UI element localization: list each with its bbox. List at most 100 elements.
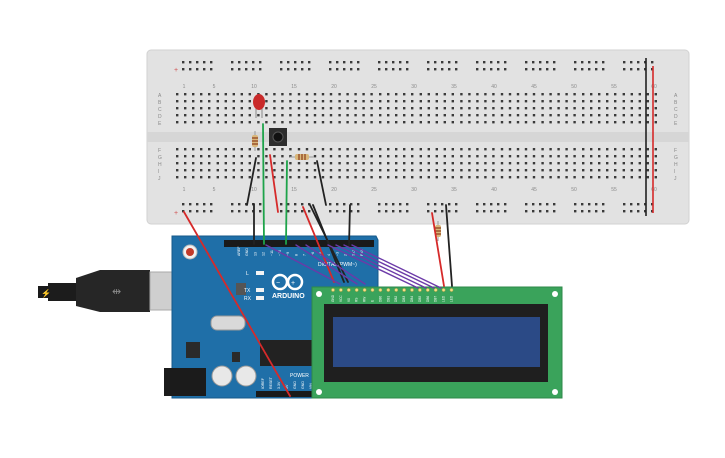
breadboard-hole-upper[interactable] xyxy=(492,114,495,117)
breadboard-hole-lower[interactable] xyxy=(208,169,211,172)
breadboard-hole-upper[interactable] xyxy=(435,114,438,117)
rail-hole-top[interactable] xyxy=(434,68,437,71)
breadboard-hole-lower[interactable] xyxy=(654,169,657,172)
breadboard-hole-lower[interactable] xyxy=(638,176,641,179)
breadboard-hole-lower[interactable] xyxy=(532,148,536,151)
breadboard-hole-lower[interactable] xyxy=(419,162,422,165)
breadboard-hole-upper[interactable] xyxy=(289,100,292,103)
breadboard-hole-lower[interactable] xyxy=(468,148,471,151)
rail-hole-bottom[interactable] xyxy=(196,210,199,213)
breadboard-hole-lower[interactable] xyxy=(532,176,536,179)
rail-hole-top[interactable] xyxy=(294,68,297,71)
breadboard-hole-lower[interactable] xyxy=(524,176,528,179)
breadboard-hole-upper[interactable] xyxy=(557,114,560,117)
rail-hole-bottom[interactable] xyxy=(329,203,332,206)
breadboard-hole-upper[interactable] xyxy=(443,93,446,96)
breadboard-hole-lower[interactable] xyxy=(427,155,430,158)
breadboard-hole-lower[interactable] xyxy=(232,155,235,158)
breadboard-hole-lower[interactable] xyxy=(297,169,301,172)
wire-red[interactable] xyxy=(269,154,279,213)
rail-hole-top[interactable] xyxy=(651,61,654,64)
breadboard-hole-upper[interactable] xyxy=(484,100,487,103)
rail-hole-top[interactable] xyxy=(378,68,381,71)
rail-hole-bottom[interactable] xyxy=(476,203,479,206)
breadboard-hole-lower[interactable] xyxy=(305,169,309,172)
breadboard-hole-upper[interactable] xyxy=(362,100,365,103)
rail-hole-bottom[interactable] xyxy=(525,210,528,213)
breadboard-hole-upper[interactable] xyxy=(500,121,504,124)
breadboard-hole-upper[interactable] xyxy=(297,93,301,96)
breadboard-hole-lower[interactable] xyxy=(411,148,414,151)
breadboard-hole-lower[interactable] xyxy=(362,169,365,172)
rail-hole-bottom[interactable] xyxy=(623,210,626,213)
breadboard-hole-lower[interactable] xyxy=(646,148,649,151)
rail-hole-bottom[interactable] xyxy=(287,203,290,206)
breadboard-hole-lower[interactable] xyxy=(516,162,520,165)
rail-hole-top[interactable] xyxy=(357,61,360,64)
breadboard-hole-upper[interactable] xyxy=(468,114,471,117)
breadboard-hole-upper[interactable] xyxy=(403,121,406,124)
breadboard-hole-upper[interactable] xyxy=(232,107,235,110)
breadboard-hole-lower[interactable] xyxy=(273,176,276,179)
breadboard-hole-upper[interactable] xyxy=(606,100,609,103)
breadboard-hole-lower[interactable] xyxy=(273,155,276,158)
breadboard-hole-lower[interactable] xyxy=(654,176,657,179)
breadboard-hole-lower[interactable] xyxy=(573,148,576,151)
rail-hole-bottom[interactable] xyxy=(308,203,311,206)
rail-hole-top[interactable] xyxy=(287,68,290,71)
rail-hole-top[interactable] xyxy=(595,68,598,71)
rail-hole-bottom[interactable] xyxy=(581,210,584,213)
breadboard-hole-upper[interactable] xyxy=(500,114,504,117)
breadboard-hole-upper[interactable] xyxy=(208,114,211,117)
breadboard-hole-upper[interactable] xyxy=(346,121,349,124)
breadboard-hole-lower[interactable] xyxy=(354,155,357,158)
breadboard-hole-upper[interactable] xyxy=(500,93,504,96)
breadboard-hole-upper[interactable] xyxy=(379,93,382,96)
breadboard-hole-upper[interactable] xyxy=(329,114,333,117)
breadboard-hole-upper[interactable] xyxy=(516,93,520,96)
rail-hole-bottom[interactable] xyxy=(497,210,500,213)
lcd-pin[interactable] xyxy=(441,288,446,292)
breadboard-hole-upper[interactable] xyxy=(216,121,219,124)
breadboard-hole-upper[interactable] xyxy=(573,114,576,117)
breadboard-hole-upper[interactable] xyxy=(273,93,276,96)
breadboard-hole-upper[interactable] xyxy=(630,114,633,117)
breadboard-hole-lower[interactable] xyxy=(460,176,463,179)
rail-hole-bottom[interactable] xyxy=(231,210,234,213)
breadboard-hole-upper[interactable] xyxy=(638,121,641,124)
rail-hole-bottom[interactable] xyxy=(238,210,241,213)
breadboard-hole-lower[interactable] xyxy=(313,148,317,151)
breadboard-hole-lower[interactable] xyxy=(232,148,235,151)
breadboard-hole-lower[interactable] xyxy=(305,162,309,165)
breadboard-hole-upper[interactable] xyxy=(184,93,187,96)
rail-hole-bottom[interactable] xyxy=(434,203,437,206)
breadboard-hole-upper[interactable] xyxy=(590,121,593,124)
rail-hole-bottom[interactable] xyxy=(546,210,549,213)
breadboard-hole-lower[interactable] xyxy=(630,148,633,151)
breadboard-hole-upper[interactable] xyxy=(387,107,390,110)
breadboard-hole-upper[interactable] xyxy=(500,107,504,110)
breadboard-hole-lower[interactable] xyxy=(208,155,211,158)
wire-red[interactable] xyxy=(183,211,291,397)
breadboard-hole-upper[interactable] xyxy=(532,114,536,117)
rail-hole-top[interactable] xyxy=(455,61,458,64)
breadboard-hole-upper[interactable] xyxy=(524,93,528,96)
breadboard-hole-lower[interactable] xyxy=(411,155,414,158)
breadboard-hole-upper[interactable] xyxy=(216,100,219,103)
breadboard-hole-upper[interactable] xyxy=(630,100,633,103)
breadboard-hole-upper[interactable] xyxy=(321,121,325,124)
breadboard-hole-lower[interactable] xyxy=(427,176,430,179)
breadboard-hole-upper[interactable] xyxy=(289,107,292,110)
breadboard-hole-upper[interactable] xyxy=(484,107,487,110)
breadboard-hole-upper[interactable] xyxy=(281,100,284,103)
breadboard-hole-lower[interactable] xyxy=(516,148,520,151)
breadboard-hole-upper[interactable] xyxy=(321,107,325,110)
wire-purple[interactable] xyxy=(305,244,366,285)
breadboard-hole-upper[interactable] xyxy=(273,100,276,103)
breadboard-hole-upper[interactable] xyxy=(614,114,617,117)
breadboard-hole-upper[interactable] xyxy=(403,114,406,117)
rail-hole-top[interactable] xyxy=(427,61,430,64)
breadboard-hole-lower[interactable] xyxy=(638,162,641,165)
breadboard-hole-upper[interactable] xyxy=(216,93,219,96)
breadboard-hole-lower[interactable] xyxy=(379,169,382,172)
